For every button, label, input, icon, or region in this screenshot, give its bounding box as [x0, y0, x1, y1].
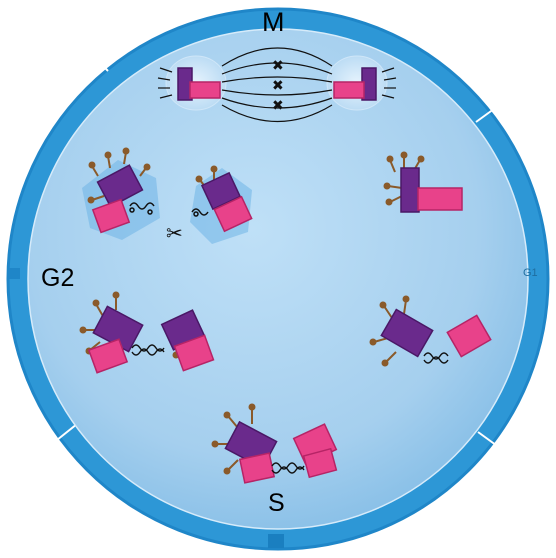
- cell-disc-edge: [27, 28, 529, 530]
- s-checkpoint-mark: [268, 534, 284, 548]
- dna-strand-icon: [423, 352, 449, 364]
- mitotic-spindle: ✖ ✖ ✖: [157, 47, 397, 123]
- kinetochore-complex-icon: [383, 151, 463, 213]
- phase-label-g2: G2: [41, 264, 75, 292]
- dna-strand-icon: [131, 344, 165, 356]
- spindle-pole-body-icon: [333, 67, 377, 101]
- phase-label-s: S: [268, 489, 285, 517]
- kinetochore-complex-icon: [191, 165, 253, 233]
- spindle-pole-body-icon: [177, 67, 221, 101]
- kinetochore-complex-icon: [79, 291, 144, 374]
- separating-complexes: ✂: [82, 147, 253, 245]
- kinetochore-complex-icon: [160, 309, 215, 372]
- ring-segment-dividers: [56, 49, 501, 449]
- metaphase-chromosomes: ✖ ✖ ✖: [272, 58, 284, 114]
- phase-label-g1: G1: [523, 267, 538, 279]
- kinetochore-complex-icon: [369, 295, 492, 367]
- kinetochore-complex-icon: [87, 147, 155, 234]
- phase-label-m: M: [262, 7, 285, 37]
- svg-text:✖: ✖: [272, 78, 284, 94]
- dna-strand-icon: [271, 462, 305, 474]
- chromosome-icon: ✂: [166, 221, 183, 245]
- dna-strand-icon: [129, 202, 155, 215]
- g2-checkpoint-mark: [8, 268, 20, 279]
- kinetochore-complex-icon: [292, 423, 338, 479]
- svg-text:✖: ✖: [272, 98, 284, 114]
- dna-strand-icon: [191, 208, 209, 217]
- kinetochore-complex-icon: [211, 403, 278, 484]
- svg-text:✖: ✖: [272, 58, 284, 74]
- paired-complexes-g2: [79, 291, 215, 374]
- s-phase-complexes: [211, 403, 338, 484]
- spindle-fibers: [157, 47, 397, 123]
